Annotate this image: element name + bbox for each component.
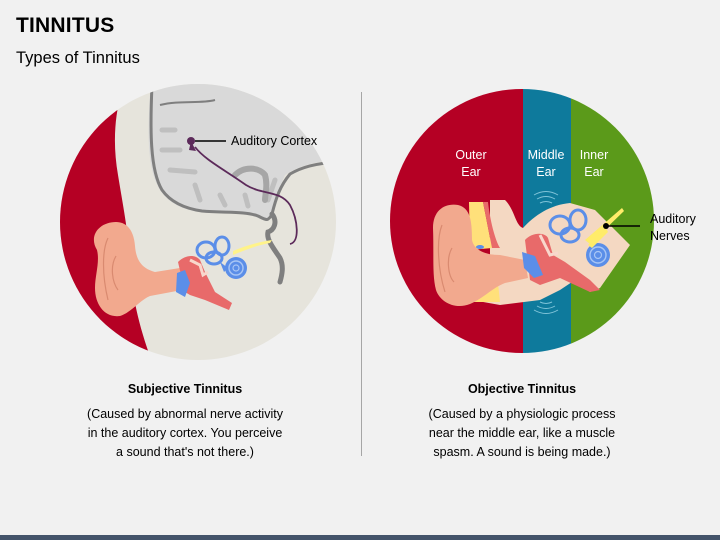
subjective-desc-line: in the auditory cortex. You perceive	[87, 426, 283, 440]
objective-desc-line: spasm. A sound is being made.)	[433, 445, 611, 459]
objective-desc-line: (Caused by a physiologic process	[428, 407, 616, 421]
center-divider	[361, 92, 362, 456]
subjective-caption: Subjective Tinnitus (Caused by abnormal …	[35, 382, 335, 462]
sound-waves-icon	[533, 191, 559, 314]
subjective-desc-line: a sound that's not there.)	[116, 445, 254, 459]
page-subtitle: Types of Tinnitus	[16, 49, 140, 67]
zone-label-outer-ear: Outer Ear	[446, 147, 496, 181]
zone-outer-line1: Outer	[455, 148, 487, 162]
zone-middle-line1: Middle	[527, 148, 565, 162]
objective-heading: Objective Tinnitus	[467, 382, 577, 396]
auditory-nerves-label: Auditory Nerves	[650, 211, 696, 245]
neural-pathway-arrow	[194, 146, 298, 245]
auditory-cortex-marker	[187, 137, 195, 145]
zone-middle-line2: Ear	[536, 165, 556, 179]
auditory-nerves-line2: Nerves	[650, 229, 690, 243]
ear-graphic-right	[433, 200, 630, 307]
objective-desc-line: near the middle ear, like a muscle	[428, 426, 616, 440]
objective-circle	[390, 89, 654, 353]
zone-label-inner-ear: Inner Ear	[569, 147, 619, 181]
auditory-cortex-label: Auditory Cortex	[231, 134, 318, 148]
zone-inner-line1: Inner	[579, 148, 609, 162]
zone-inner-line2: Ear	[584, 165, 604, 179]
zone-label-middle-ear: Middle Ear	[521, 147, 571, 181]
footer-bar	[0, 535, 720, 540]
objective-caption: Objective Tinnitus (Caused by a physiolo…	[372, 382, 672, 462]
subjective-desc-line: (Caused by abnormal nerve activity	[87, 407, 283, 421]
objective-description: (Caused by a physiologic process near th…	[372, 405, 672, 462]
page-title: TINNITUS	[16, 14, 115, 37]
subjective-heading: Subjective Tinnitus	[127, 382, 243, 396]
auditory-nerves-line1: Auditory	[650, 212, 696, 226]
subjective-circle	[60, 84, 336, 360]
zone-outer-line2: Ear	[461, 165, 481, 179]
ear-graphic-left	[93, 222, 247, 317]
subjective-description: (Caused by abnormal nerve activity in th…	[35, 405, 335, 462]
cochlea-graphic	[195, 235, 231, 266]
